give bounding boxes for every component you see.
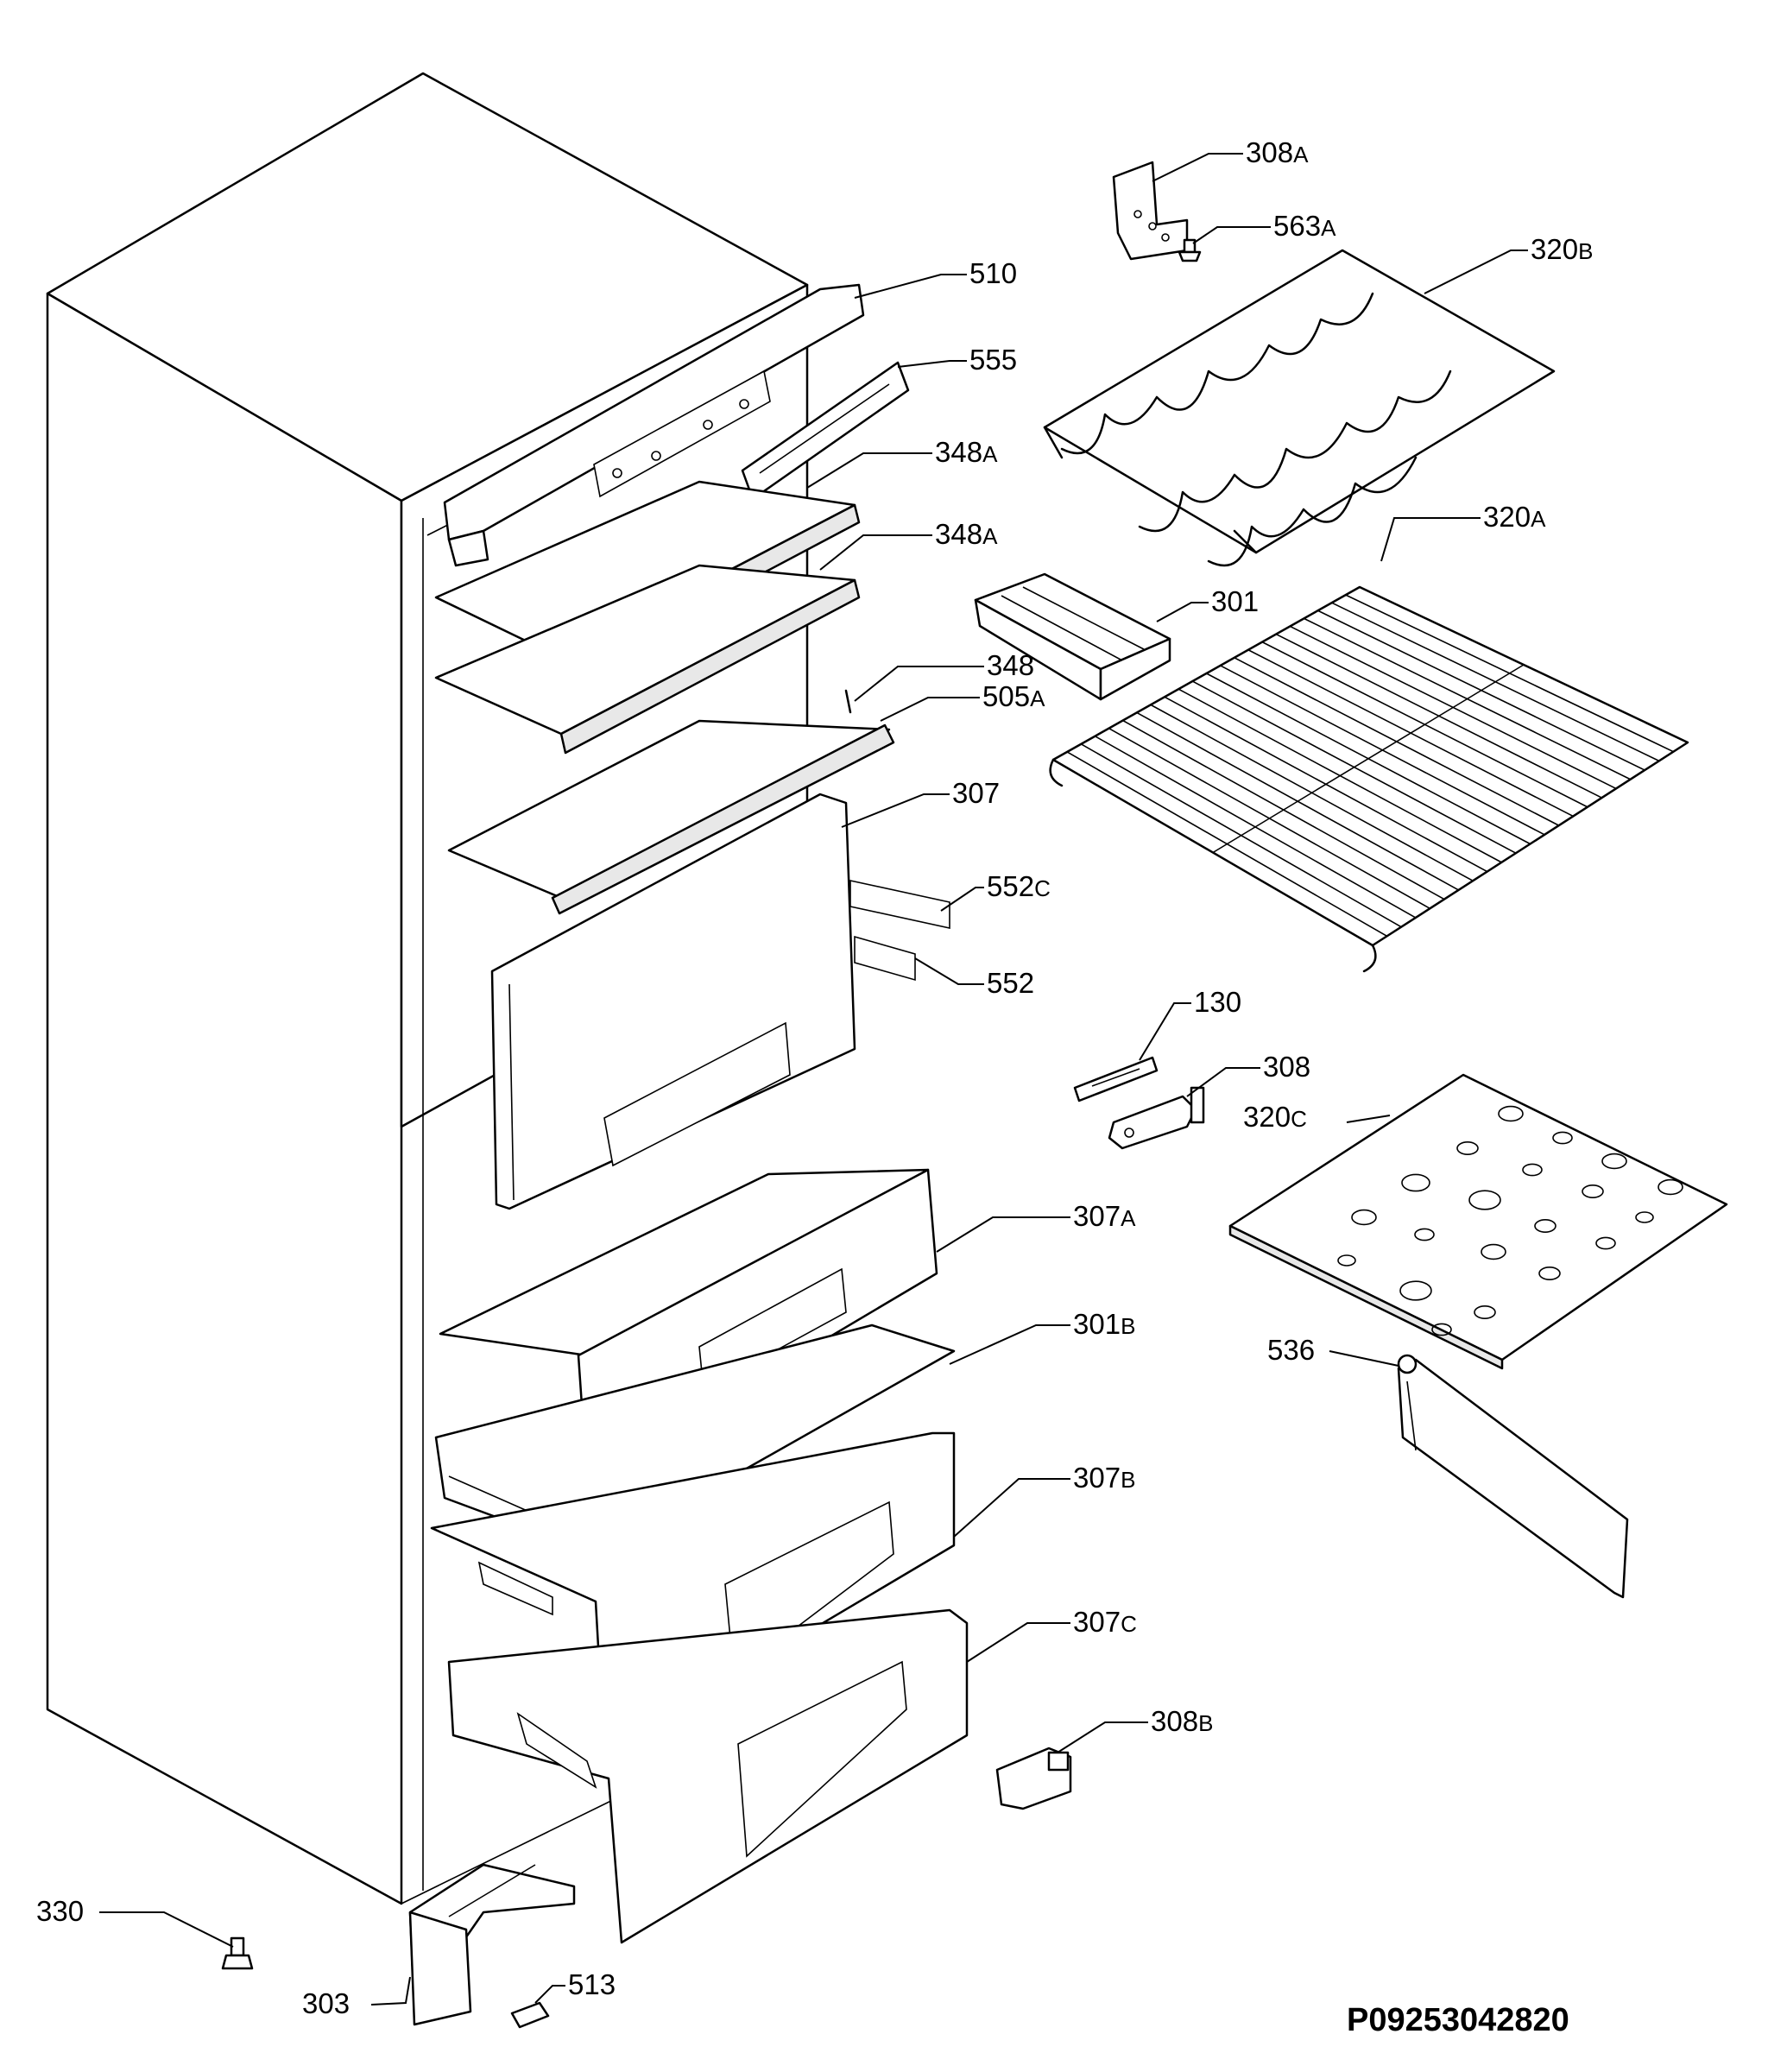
plate-hole <box>1635 1211 1654 1223</box>
plate-hole <box>1468 1190 1501 1210</box>
plate-hole <box>1401 1173 1430 1192</box>
plate-hole <box>1456 1141 1479 1156</box>
label-307B: 307B <box>1073 1462 1135 1494</box>
glass-plate-320C <box>1228 1073 1728 1370</box>
hinge-308B <box>995 1747 1072 1810</box>
plate-hole <box>1337 1254 1356 1267</box>
glass-shelf-lower <box>447 689 895 915</box>
plate-hole <box>1658 1178 1683 1196</box>
label-320A: 320A <box>1483 501 1546 533</box>
label-348A-top: 348A <box>935 436 998 468</box>
bottle-rack-320B <box>1043 249 1556 567</box>
label-307: 307 <box>952 777 1000 809</box>
label-303: 303 <box>302 1987 350 2019</box>
hinge-308 <box>1108 1086 1205 1150</box>
foot-330 <box>221 1936 254 1970</box>
label-563A: 563A <box>1273 210 1336 242</box>
plate-hole <box>1552 1131 1573 1145</box>
label-307A: 307A <box>1073 1200 1136 1232</box>
plate-hole <box>1399 1280 1432 1301</box>
wire-shelf-320A <box>1049 585 1689 973</box>
label-348A-mid: 348A <box>935 518 998 550</box>
plate-hole <box>1414 1228 1435 1241</box>
label-510: 510 <box>969 257 1017 289</box>
divider-536 <box>1397 1354 1629 1599</box>
label-308A: 308A <box>1246 136 1309 168</box>
leader-lines <box>99 153 1528 2006</box>
plate-hole <box>1582 1184 1604 1199</box>
wire-crossbar <box>1212 664 1525 854</box>
hinge-308A <box>1112 161 1189 261</box>
plate-hole <box>1481 1243 1506 1260</box>
label-130: 130 <box>1194 986 1241 1018</box>
glass-shelf-middle <box>434 564 861 755</box>
label-555: 555 <box>969 344 1017 376</box>
label-320C: 320C <box>1243 1101 1307 1133</box>
kick-plate-303 <box>408 1863 576 2026</box>
ice-tray-301 <box>974 572 1171 701</box>
label-505A: 505A <box>982 680 1045 712</box>
label-301B: 301B <box>1073 1308 1135 1340</box>
clip-513 <box>510 2001 550 2029</box>
label-320B: 320B <box>1531 233 1593 265</box>
label-552C: 552C <box>987 870 1051 902</box>
label-536: 536 <box>1267 1334 1315 1366</box>
drawer-307C <box>447 1608 969 1944</box>
plate-hole <box>1431 1323 1452 1336</box>
plate-hole <box>1498 1105 1524 1122</box>
control-panel <box>443 283 865 567</box>
plate-hole <box>1595 1236 1616 1250</box>
label-301: 301 <box>1211 585 1259 617</box>
plate-hole <box>1474 1305 1496 1320</box>
label-308B: 308B <box>1151 1705 1213 1737</box>
plate-hole <box>1351 1209 1377 1226</box>
label-552: 552 <box>987 967 1034 999</box>
callout-labels: 308A 563A 320B 510 555 348A 348A 320A 30… <box>36 136 1593 2038</box>
pin-563A <box>1178 238 1202 262</box>
label-513: 513 <box>568 1968 616 2000</box>
plate-hole <box>1601 1153 1627 1170</box>
label-308: 308 <box>1263 1051 1310 1083</box>
plate-hole <box>1522 1163 1543 1177</box>
plate-hole <box>1538 1267 1561 1281</box>
bracket-130 <box>1073 1056 1159 1102</box>
document-code: P09253042820 <box>1347 2002 1569 2038</box>
freezer-drawer-307 <box>490 793 950 1210</box>
label-348: 348 <box>987 649 1034 681</box>
label-330: 330 <box>36 1895 84 1927</box>
label-307C: 307C <box>1073 1606 1137 1638</box>
plate-hole <box>1534 1219 1556 1234</box>
